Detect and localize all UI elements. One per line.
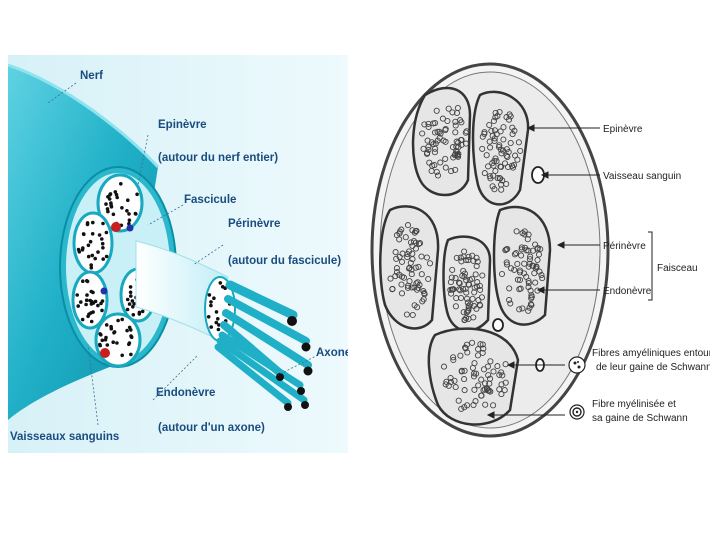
label-perinevre: Périnèvre: [228, 218, 280, 230]
label-epinevre-right: Epinèvre: [603, 124, 643, 135]
label-endonevre-note: (autour d'un axone): [158, 422, 265, 434]
label-fibres-amyeliniques-1: Fibres amyéliniques entourées: [592, 348, 710, 359]
label-fibre-myelinisee-1: Fibre myélinisée et: [592, 399, 676, 410]
label-faisceau: Faisceau: [657, 263, 698, 274]
label-epinevre-note: (autour du nerf entier): [158, 152, 278, 164]
label-endonevre: Endonèvre: [156, 387, 215, 399]
nerve-cross-section-drawing: Epinèvre Vaisseau sanguin Périnèvre Fais…: [370, 60, 710, 440]
nerve-3d-svg: Nerf Epinèvre (autour du nerf entier) Fa…: [8, 55, 348, 453]
label-fascicule: Fascicule: [184, 194, 236, 206]
label-vaisseau-sanguin: Vaisseau sanguin: [603, 171, 681, 182]
label-perinevre-note: (autour du fascicule): [228, 255, 341, 267]
label-perinevre-right: Périnèvre: [603, 241, 646, 252]
blood-vessel-blue: [101, 288, 108, 295]
label-fibre-myelinisee-2: sa gaine de Schwann: [592, 413, 688, 424]
blood-vessel-red: [100, 348, 110, 358]
histology-svg: Epinèvre Vaisseau sanguin Périnèvre Fais…: [370, 60, 710, 440]
label-axone: Axone: [316, 347, 348, 359]
label-epinevre: Epinèvre: [158, 119, 207, 131]
label-nerf: Nerf: [80, 70, 103, 82]
label-fibres-amyeliniques-2: de leur gaine de Schwann: [596, 362, 710, 373]
fiber-icons: [569, 357, 585, 419]
blood-vessel-red: [111, 222, 121, 232]
label-vaisseaux: Vaisseaux sanguins: [10, 431, 119, 443]
nerve-3d-illustration: Nerf Epinèvre (autour du nerf entier) Fa…: [8, 55, 348, 453]
label-endonevre-right: Endonèvre: [603, 286, 652, 297]
blood-vessel-blue: [127, 225, 134, 232]
